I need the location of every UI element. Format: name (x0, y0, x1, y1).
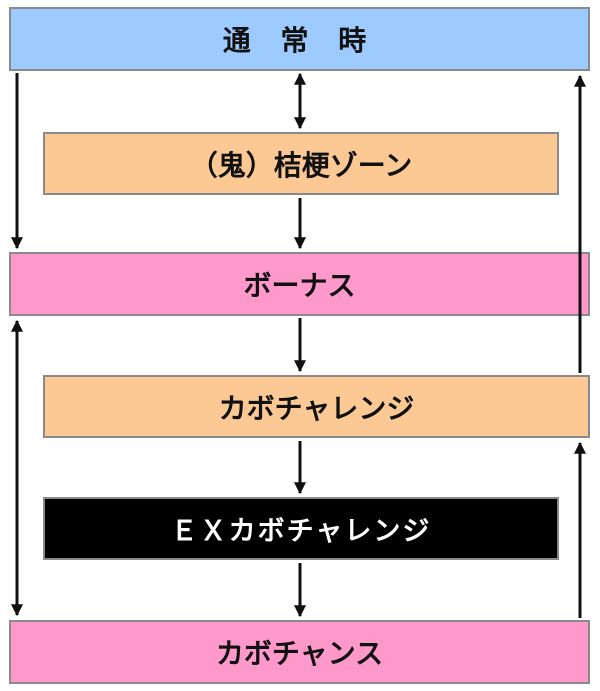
node-bonus: ボーナス (9, 252, 590, 316)
node-kikyo-zone: （鬼）桔梗ゾーン (43, 132, 559, 195)
node-normal: 通 常 時 (9, 7, 590, 71)
node-kabo-challenge: カボチャレンジ (43, 375, 590, 438)
node-normal-label: 通 常 時 (222, 24, 377, 57)
node-kabo-challenge-label: カボチャレンジ (218, 391, 415, 425)
node-kabo-chance-label: カボチャンス (215, 637, 384, 670)
node-ex-kabo-challenge-label: ＥＸカボチャレンジ (170, 516, 432, 547)
node-kikyo-zone-label: （鬼）桔梗ゾーン (189, 148, 413, 182)
node-ex-kabo-challenge: ＥＸカボチャレンジ (43, 497, 559, 560)
node-bonus-label: ボーナス (243, 269, 356, 302)
node-kabo-chance: カボチャンス (9, 620, 590, 684)
